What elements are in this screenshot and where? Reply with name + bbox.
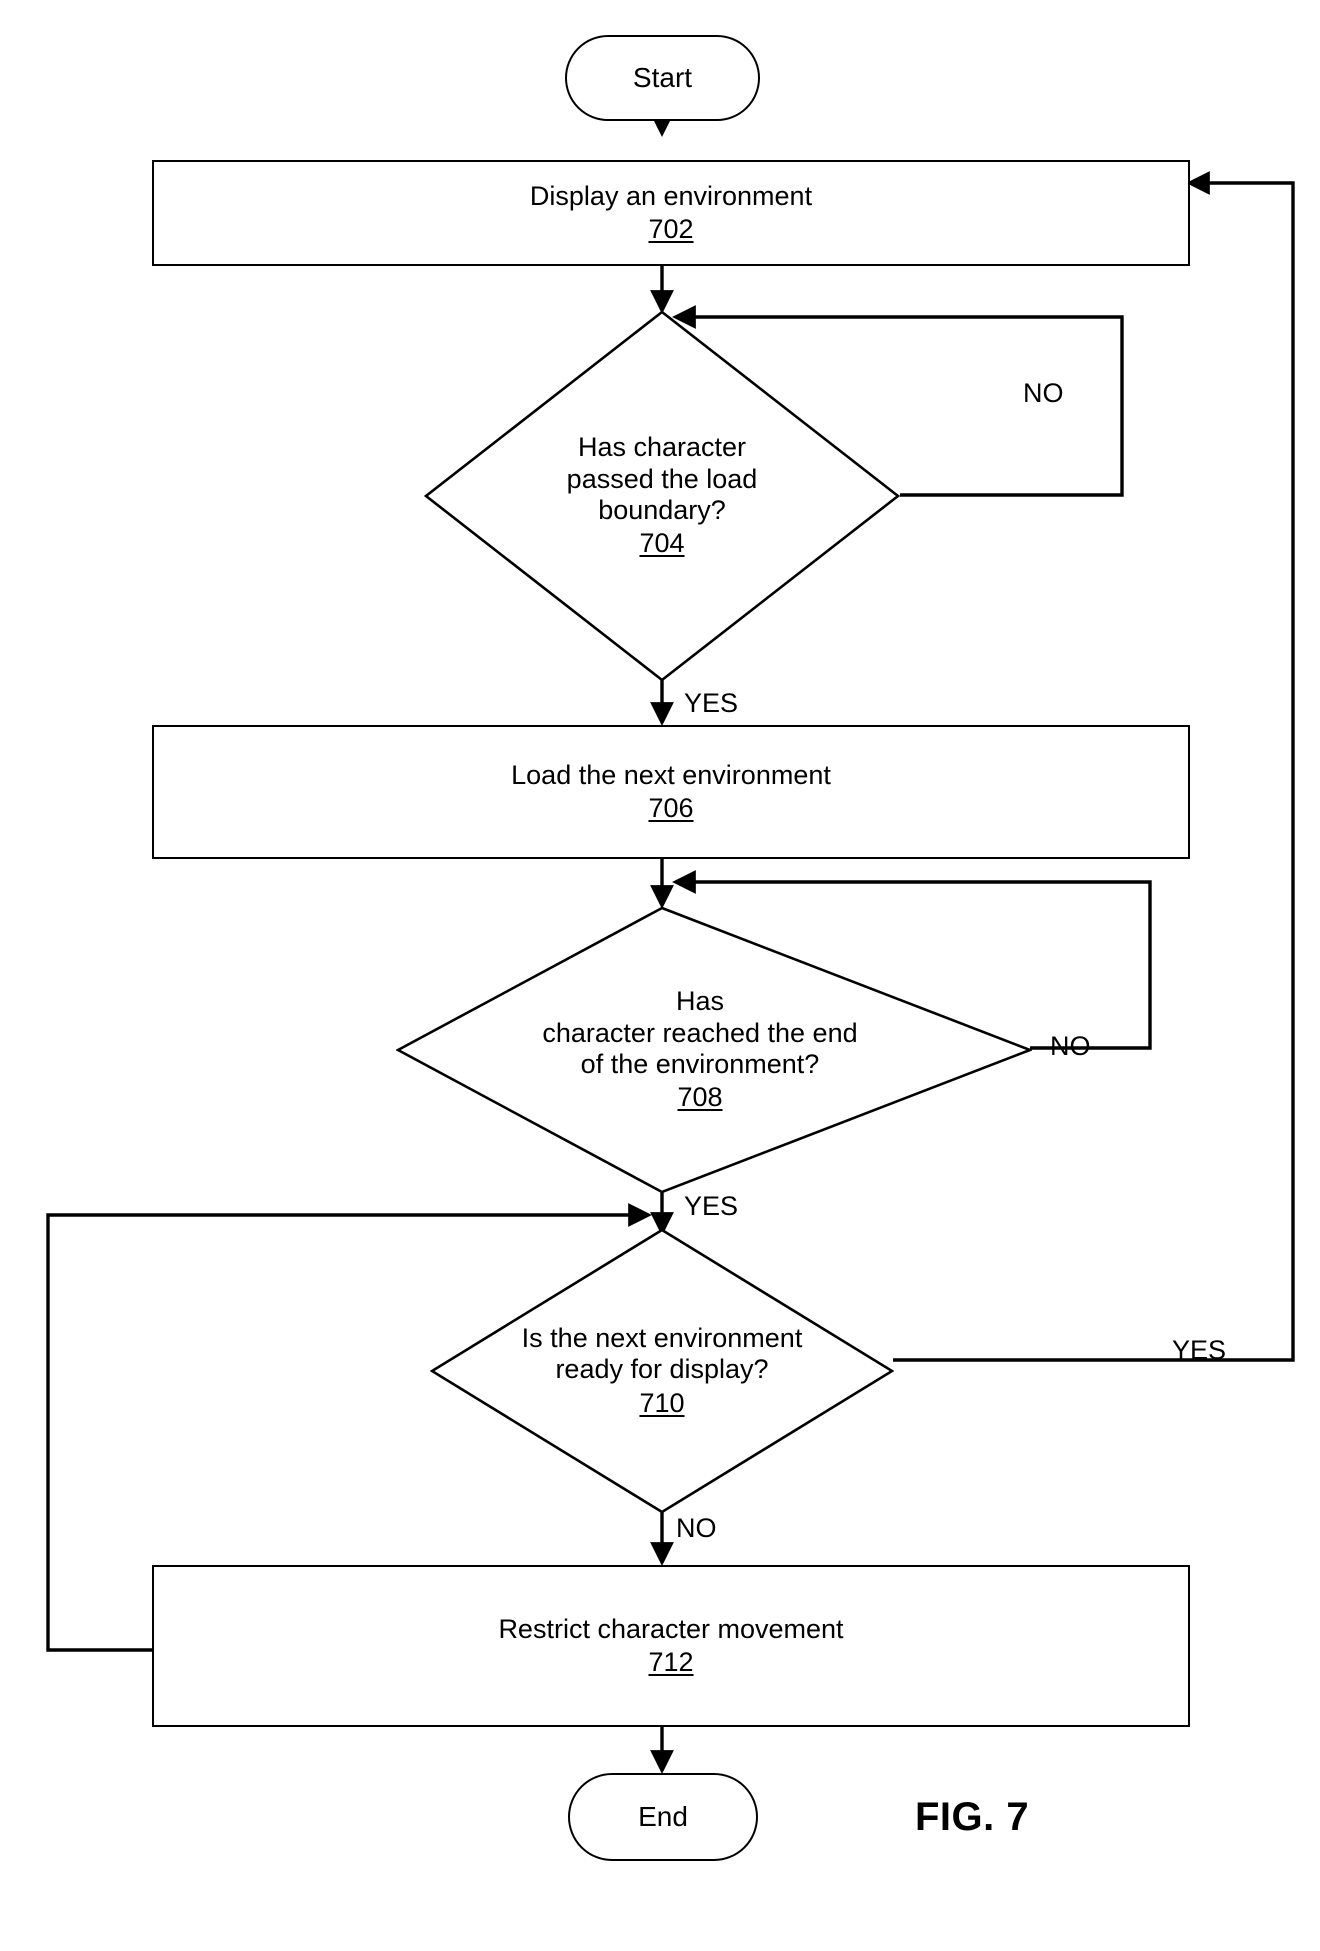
decision-704-text: Has character passed the load boundary? … [567,432,758,559]
decision-710-ref: 710 [639,1387,685,1418]
edge-label-710-yes: YES [1172,1335,1227,1365]
decision-704-line-1: Has character [577,432,747,463]
node-decision-704[interactable]: Has character passed the load boundary? … [424,310,900,682]
node-start[interactable]: Start [565,35,760,121]
edge-label-708-no: NO [1050,1031,1091,1061]
node-start-label: Start [632,61,693,93]
decision-708-line-1: Has [675,986,724,1017]
node-step-706-ref: 706 [648,793,694,823]
node-end-label: End [638,1800,688,1832]
node-step-702-label: Display an environment [529,180,813,211]
decision-710-text: Is the next environment ready for displa… [522,1323,803,1419]
node-step-702-ref: 702 [648,214,694,244]
edge-label-704-yes: YES [684,688,739,718]
node-step-712[interactable]: Restrict character movement 712 [152,1565,1190,1727]
node-decision-708[interactable]: Has character reached the end of the env… [396,906,1032,1194]
node-step-706-label: Load the next environment [511,759,831,790]
decision-710-line-2: ready for display? [555,1354,769,1385]
node-step-702[interactable]: Display an environment 702 [152,160,1190,266]
decision-708-line-3: of the environment? [580,1049,820,1079]
node-step-712-label: Restrict character movement [498,1613,844,1644]
node-decision-710[interactable]: Is the next environment ready for displa… [430,1228,894,1514]
edge-label-704-no: NO [1023,378,1064,408]
figure-caption: FIG. 7 [915,1795,1030,1839]
node-end[interactable]: End [568,1773,758,1861]
decision-710-line-1: Is the next environment [521,1323,803,1354]
node-step-712-ref: 712 [648,1647,694,1677]
decision-704-line-2: passed the load [566,463,758,494]
decision-708-ref: 708 [677,1082,723,1113]
decision-704-ref: 704 [639,528,685,559]
node-step-706[interactable]: Load the next environment 706 [152,725,1190,859]
decision-704-line-3: boundary? [598,495,726,525]
edge-label-710-no: NO [676,1513,717,1543]
decision-708-line-2: character reached the end [542,1017,858,1048]
decision-708-text: Has character reached the end of the env… [542,986,857,1113]
edge-label-708-yes: YES [684,1191,739,1221]
